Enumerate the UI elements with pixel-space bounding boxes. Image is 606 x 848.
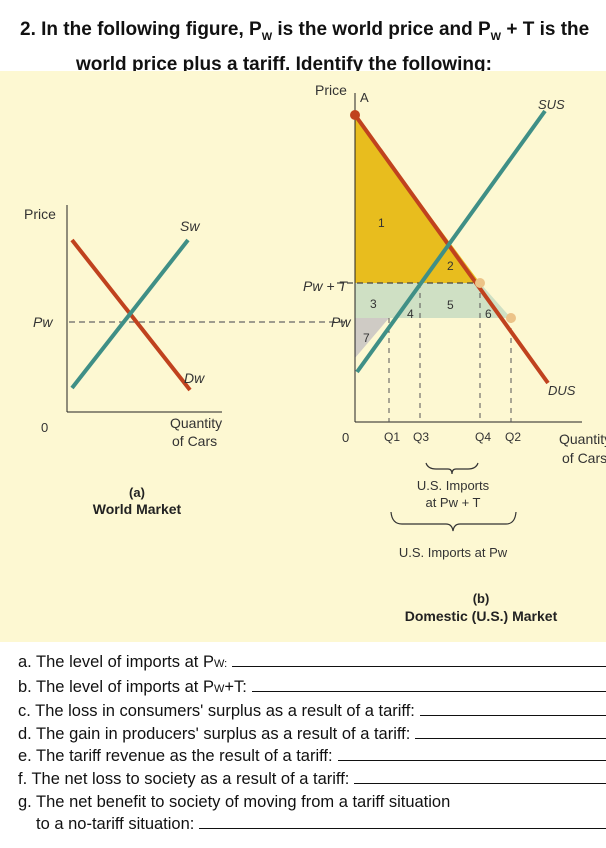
imports-free-label: U.S. Imports at Pw (399, 545, 508, 560)
heading-text: + T is the (501, 19, 590, 40)
answer-d-blank[interactable] (415, 723, 606, 739)
area-4-label: 4 (407, 307, 414, 321)
panel-b-caption-letter: (b) (473, 591, 490, 606)
us-supply-label: SUS (538, 97, 565, 112)
heading-sub: W (490, 30, 502, 43)
area-7-label: 7 (363, 331, 370, 345)
question-d: d. The gain in producers' surplus as a r… (18, 723, 606, 746)
question-g-text-2: to a no-tariff situation: (36, 815, 195, 834)
area-1-label: 1 (378, 216, 385, 230)
area-2-label: 2 (447, 259, 454, 273)
answer-c-blank[interactable] (419, 700, 606, 717)
areas-3-4-5-6 (355, 283, 511, 318)
question-a-sub: W: (213, 658, 228, 670)
panel-b-origin: 0 (342, 430, 349, 445)
question-b-text: b. The level of imports at P (18, 677, 214, 696)
question-b-end: +T: (224, 677, 247, 696)
panel-b-quantity-label: Quantity (559, 431, 606, 447)
answer-a-blank[interactable] (232, 651, 606, 667)
panel-a-price-label: Price (24, 206, 56, 222)
panel-a-pw-label: Pw (33, 314, 53, 330)
point-a-dot (350, 110, 360, 120)
q4-label: Q4 (475, 430, 491, 444)
heading-text: is the world price and P (272, 19, 491, 40)
question-a-text: a. The level of imports at P (18, 653, 214, 671)
heading-text: 2. In the following figure, P (20, 19, 262, 40)
question-e: e. The tariff revenue as the result of a… (18, 745, 606, 768)
us-supply-line (355, 109, 547, 374)
panel-a-dw-label: Dw (184, 370, 205, 386)
question-c-text: c. The loss in consumers' surplus as a r… (18, 702, 415, 721)
panel-b-pw-label: Pw (331, 314, 351, 330)
panel-b-domestic-market: Price A Pw + T Pw 0 SUS DUS Quantity of … (303, 82, 606, 624)
heading-sub: W (261, 30, 273, 43)
area-5-label: 5 (447, 298, 454, 312)
answer-g-blank[interactable] (199, 813, 606, 830)
answer-b-blank[interactable] (251, 676, 606, 692)
panel-b-price-label: Price (315, 82, 347, 98)
question-heading: 2. In the following figure, PW is the wo… (20, 16, 600, 78)
panel-a-caption: World Market (93, 501, 182, 517)
question-f-text: f. The net loss to society as a result o… (18, 769, 350, 788)
question-e-text: e. The tariff revenue as the result of a… (18, 747, 333, 766)
question-g: g. The net benefit to society of moving … (18, 791, 606, 814)
panel-a-world-market: Price Pw 0 Quantity of Cars Sw Dw (a) Wo… (24, 205, 350, 517)
world-supply-line (70, 238, 190, 390)
question-g-text: g. The net benefit to society of moving … (18, 792, 451, 811)
us-demand-line (353, 113, 550, 385)
point-a-label: A (360, 90, 369, 105)
imports-tariff-label-line1: U.S. Imports (417, 478, 490, 493)
panel-a-caption-letter: (a) (129, 485, 145, 500)
panel-b-cars-label: of Cars (562, 450, 606, 466)
imports-tariff-brace (425, 462, 479, 475)
area-7 (355, 318, 389, 358)
answer-e-blank[interactable] (337, 745, 606, 762)
pw-plus-t-label: Pw + T (303, 278, 348, 294)
area-6-label: 6 (485, 307, 492, 321)
q2-label: Q2 (505, 430, 521, 444)
us-demand-label: DUS (548, 383, 576, 398)
panel-a-sw-label: Sw (180, 218, 200, 234)
q3-label: Q3 (413, 430, 429, 444)
demand-tariff-dot (475, 278, 485, 288)
question-f: f. The net loss to society as a result o… (18, 768, 606, 791)
panel-b-caption: Domestic (U.S.) Market (405, 608, 558, 624)
imports-tariff-label-line2: at Pw + T (425, 495, 480, 510)
panel-a-quantity-label: Quantity (170, 415, 222, 431)
question-c: c. The loss in consumers' surplus as a r… (18, 700, 606, 723)
area-3-label: 3 (370, 297, 377, 311)
question-g-continued: to a no-tariff situation: (18, 813, 606, 836)
answer-f-blank[interactable] (354, 768, 606, 784)
heading-line2: world price plus a tariff. Identify the … (76, 53, 492, 75)
panel-a-cars-label: of Cars (172, 433, 217, 449)
question-d-text: d. The gain in producers' surplus as a r… (18, 724, 411, 743)
imports-free-brace (390, 511, 517, 532)
panel-a-origin: 0 (41, 420, 48, 435)
figure-background (0, 71, 606, 642)
demand-world-dot (506, 313, 516, 323)
question-b-sub: W (213, 682, 225, 695)
q1-label: Q1 (384, 430, 400, 444)
